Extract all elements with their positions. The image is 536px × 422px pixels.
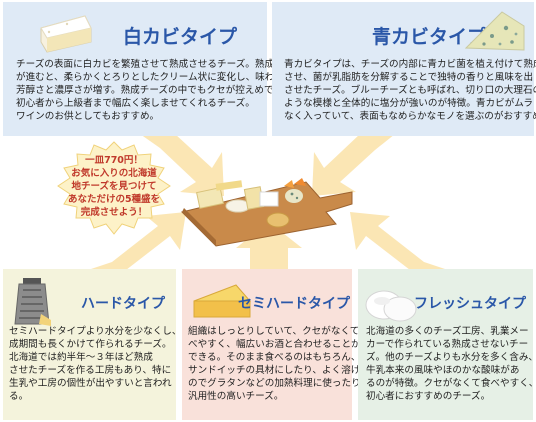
fresh-cheese-icon — [365, 290, 417, 322]
panel-title: 青カビタイプ — [372, 26, 487, 48]
blue-cheese-icon — [464, 11, 525, 51]
panel-title: セミハードタイプ — [238, 296, 350, 312]
panel-white-mold: 白カビタイプ チーズの表面に白カビを繁殖させて熟成させるチーズ。熟成 が進むと、… — [3, 2, 294, 136]
panel-hard-type: ハードタイプ セミハードタイプより水分を少なくし、熟 成期間も長くかけて作られる… — [3, 269, 191, 420]
arrow-hard — [88, 212, 186, 270]
panel-title: ハードタイプ — [81, 296, 165, 312]
arrow-blue — [312, 134, 395, 196]
panel-semi-hard-type: セミハードタイプ 組織はしっとりしていて、クセがなくて食 べやすく、幅広いお酒と… — [182, 269, 370, 420]
panel-title: フレッシュタイプ — [414, 296, 526, 312]
panel-description: 北海道の多くのチーズ工房、乳業メー カーで作られている熟成させないチー ズ。他の… — [366, 326, 536, 402]
callout-burst — [57, 141, 171, 235]
cheese-wedge-icon — [193, 284, 252, 318]
arrow-fresh — [350, 212, 448, 270]
panel-description: セミハードタイプより水分を少なくし、熟 成期間も長くかけて作られるチーズ。 北海… — [9, 326, 192, 402]
panel-description: 組織はしっとりしていて、クセがなくて食 べやすく、幅広いお酒と合わせることが で… — [188, 326, 370, 402]
arrow-semi — [236, 222, 302, 270]
panel-blue-mold: 青カビタイプ 青カビタイプは、チーズの内部に青カビ菌を植え付けて熟成 させ、菌が… — [272, 2, 536, 136]
callout-text: 一皿770円！ お気に入りの北海道 地チーズを見つけて あなただけの5種盛を 完… — [67, 155, 161, 218]
cheese-board-image — [181, 178, 353, 247]
cheese-grater-icon — [14, 278, 51, 326]
arrow-white — [140, 134, 224, 196]
panel-description: チーズの表面に白カビを繁殖させて熟成させるチーズ。熟成 が進むと、柔らかくとろり… — [16, 59, 294, 122]
camembert-icon — [40, 15, 92, 53]
panel-fresh-type: フレッシュタイプ 北海道の多くのチーズ工房、乳業メー カーで作られている熟成させ… — [358, 269, 536, 420]
panel-description: 青カビタイプは、チーズの内部に青カビ菌を植え付けて熟成 させ、菌が乳脂肪を分解す… — [284, 59, 536, 122]
panel-title: 白カビタイプ — [123, 26, 238, 48]
